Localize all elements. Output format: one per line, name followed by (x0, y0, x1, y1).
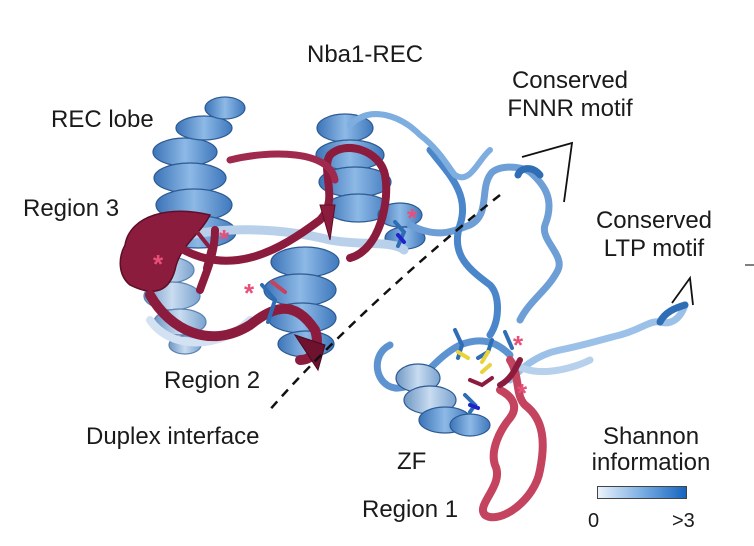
zf-helix (395, 363, 491, 437)
asterisk-marker: * (219, 224, 230, 254)
upper-loop (347, 111, 493, 181)
ltp-tip (656, 301, 689, 326)
fnnr-loop (406, 163, 563, 324)
asterisk-marker: * (517, 378, 528, 408)
duplex-interface-line (267, 194, 501, 413)
region3-connector (226, 150, 339, 184)
asterisk-marker: * (407, 203, 418, 233)
label-rec-lobe: REC lobe (51, 106, 154, 133)
label-shannon-line2: information (591, 449, 711, 476)
label-fnnr-line1: Conserved (511, 67, 629, 94)
fnnr-wedge (521, 141, 574, 203)
fnnr-tip (514, 165, 544, 179)
asterisk-markers: * * * * * * (153, 203, 528, 408)
label-nba1-rec: Nba1-REC (307, 41, 424, 68)
region3-helix (119, 210, 212, 292)
ltp-loop (506, 301, 689, 384)
label-ltp-line1: Conserved (595, 207, 713, 234)
region2-upper (196, 226, 219, 294)
label-ltp-line2: LTP motif (603, 235, 705, 262)
right-domain-loops (347, 111, 689, 392)
scale-min-label: 0 (588, 510, 600, 532)
label-fnnr-line2: FNNR motif (507, 95, 633, 122)
region2-tip (293, 334, 326, 372)
label-shannon-line1: Shannon (602, 423, 700, 450)
region3-loop (171, 143, 391, 265)
zf-side-chains (453, 328, 514, 414)
label-fnnr-motif: Conserved FNNR motif (494, 68, 646, 122)
label-ltp-motif: Conserved LTP motif (583, 208, 725, 262)
scale-max-label: >3 (672, 510, 695, 532)
label-region3: Region 3 (23, 195, 120, 222)
asterisk-marker: * (513, 330, 524, 360)
region3-arrow (319, 204, 336, 241)
asterisk-marker: * (153, 249, 164, 279)
side-chains-left (196, 220, 407, 324)
label-zf: ZF (397, 448, 427, 475)
shannon-color-scale-bar (597, 486, 687, 499)
label-region2: Region 2 (164, 367, 261, 394)
mid-loop (426, 146, 501, 339)
region1-strand (479, 356, 547, 522)
label-region1: Region 1 (362, 496, 459, 523)
asterisk-marker: * (244, 278, 255, 308)
ltp-wedge (671, 275, 694, 306)
label-duplex-interface: Duplex interface (86, 423, 260, 450)
label-shannon-information: Shannon information (580, 424, 722, 476)
